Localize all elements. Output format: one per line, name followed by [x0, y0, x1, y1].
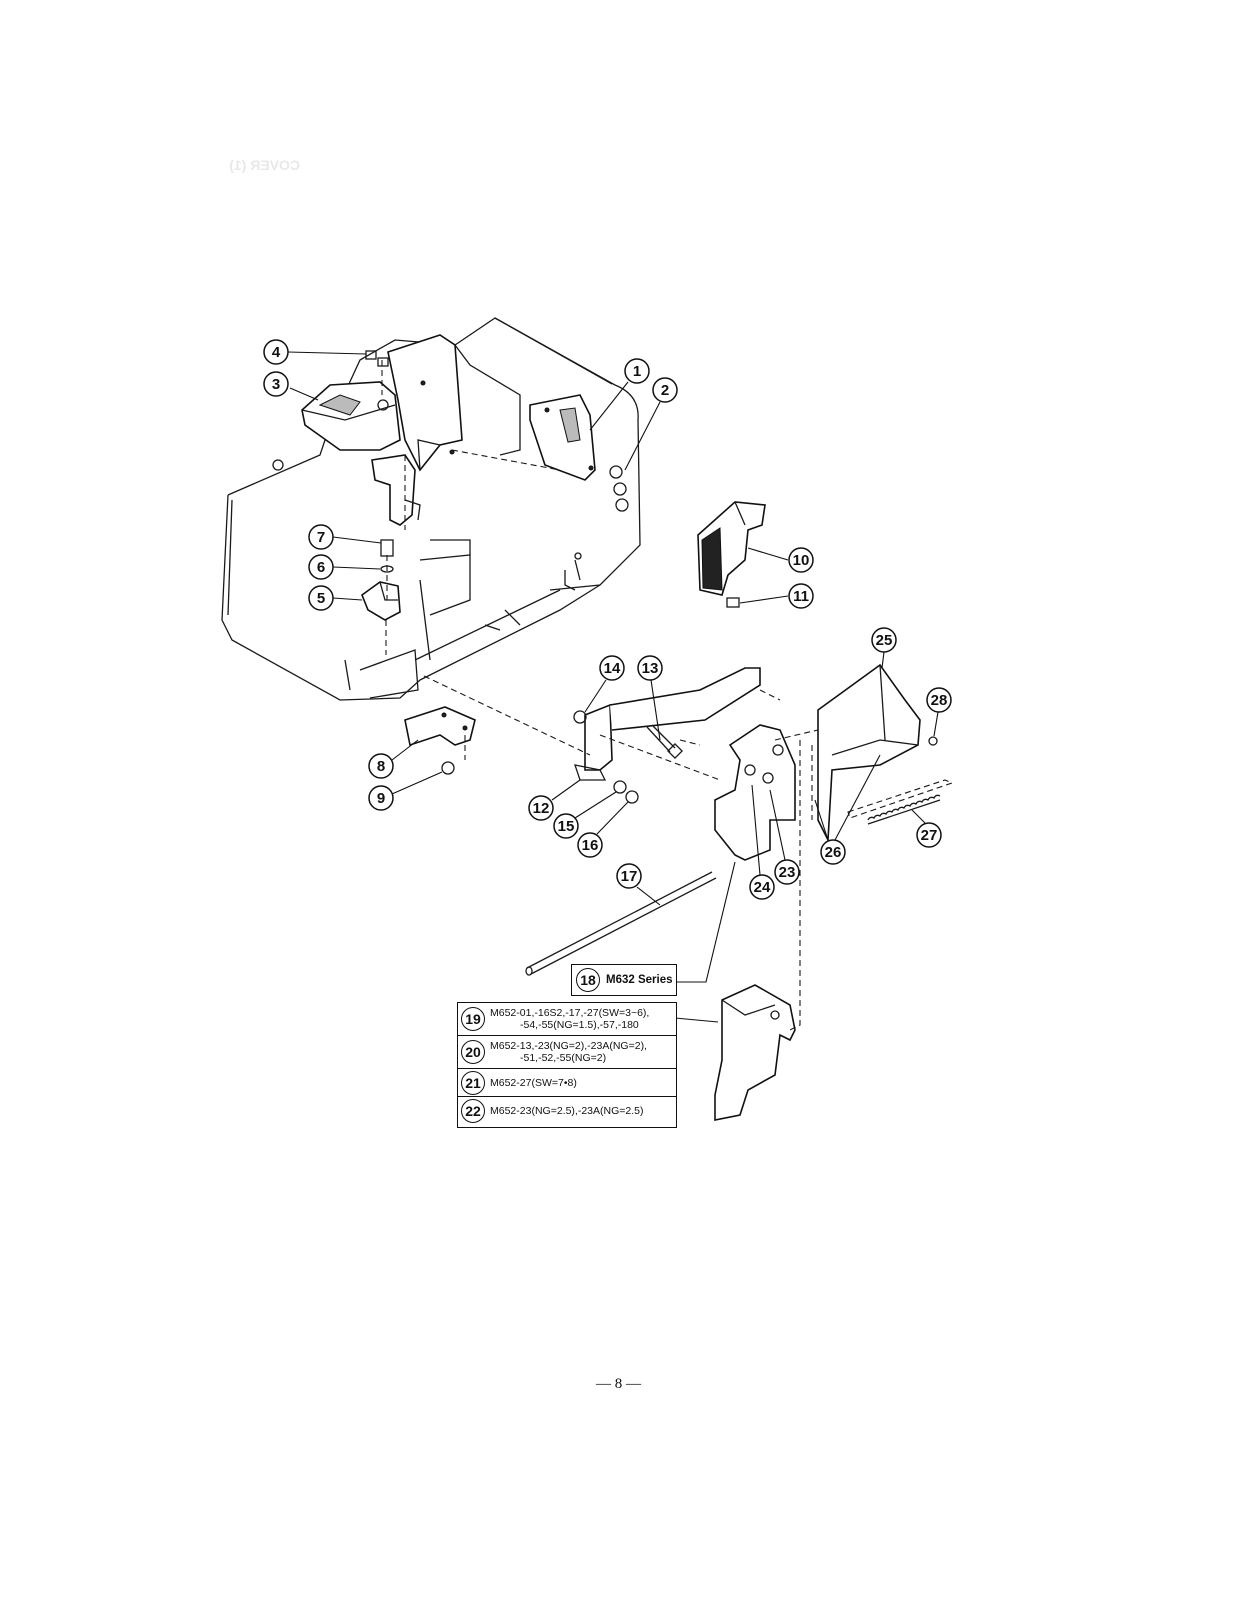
part-9-screw	[441, 761, 455, 775]
svg-text:24: 24	[754, 879, 771, 896]
callout-27: 27	[911, 809, 942, 848]
callout-25: 25	[871, 627, 897, 669]
model-row-21: 21 M652-27(SW=7•8)	[458, 1069, 676, 1097]
model-line-1: M652-13,-23(NG=2),-23A(NG=2),	[490, 1040, 647, 1052]
part-7-screw	[380, 539, 394, 557]
svg-text:8: 8	[377, 758, 385, 775]
callout-15: 15	[553, 791, 617, 839]
model-number: 21	[461, 1070, 485, 1095]
model-row-20: 20 M652-13,-23(NG=2),-23A(NG=2), -51,-52…	[458, 1036, 676, 1069]
part-5-block	[361, 581, 401, 621]
svg-text:1: 1	[633, 363, 641, 380]
part-14-nut	[573, 710, 587, 724]
model-number: 19	[461, 1007, 485, 1031]
part-16-screw	[625, 790, 639, 804]
callout-11: 11	[739, 583, 814, 609]
callout-7: 7	[308, 524, 382, 550]
part-4-screws	[365, 350, 389, 367]
callout-3: 3	[263, 371, 319, 401]
svg-text:25: 25	[876, 632, 893, 649]
model-line-2: -54,-55(NG=1.5),-57,-180	[520, 1019, 639, 1031]
model-table: 19 M652-01,-16S2,-17,-27(SW=3~6), -54,-5…	[457, 1002, 677, 1128]
callout-14: 14	[584, 655, 625, 713]
svg-text:23: 23	[779, 864, 796, 881]
part-12-rail	[574, 667, 761, 781]
leader-series-18	[675, 861, 736, 983]
part-28-nut	[928, 736, 938, 746]
model-line-1: M652-23(NG=2.5),-23A(NG=2.5)	[490, 1105, 644, 1117]
svg-text:4: 4	[272, 344, 281, 361]
callout-23: 23	[769, 789, 800, 885]
callout-26: 26	[814, 754, 881, 865]
callout-10: 10	[747, 547, 814, 573]
callout-6: 6	[308, 554, 381, 580]
svg-text:6: 6	[317, 559, 325, 576]
series-box-18: 18 M632 Series	[571, 964, 677, 996]
part-11-nut	[726, 597, 740, 608]
callout-13: 13	[637, 655, 663, 741]
svg-text:16: 16	[582, 837, 599, 854]
model-line-1: M652-27(SW=7•8)	[490, 1076, 577, 1089]
svg-text:7: 7	[317, 529, 325, 546]
svg-text:15: 15	[558, 818, 575, 835]
page-number: — 8 —	[596, 1376, 641, 1392]
hinge-bracket	[371, 454, 421, 526]
svg-text:27: 27	[921, 827, 938, 844]
svg-text:12: 12	[533, 800, 550, 817]
callout-17: 17	[616, 863, 661, 906]
callout-8: 8	[368, 739, 419, 779]
assembly-lines	[381, 360, 819, 1031]
model-line-1: M652-01,-16S2,-17,-27(SW=3~6),	[490, 1007, 650, 1019]
part-2-screws	[609, 465, 629, 512]
svg-text:13: 13	[642, 660, 659, 677]
series-label: M632 Series	[606, 974, 673, 986]
callout-2: 2	[624, 377, 678, 471]
svg-text:9: 9	[377, 790, 385, 807]
callout-5: 5	[308, 585, 363, 611]
callout-28: 28	[926, 687, 952, 737]
part-15-nut	[613, 780, 627, 794]
part-10-bracket	[697, 501, 766, 596]
svg-text:5: 5	[317, 590, 325, 607]
model-number: 20	[461, 1040, 485, 1064]
svg-text:14: 14	[604, 660, 621, 677]
callout-24: 24	[749, 784, 775, 900]
part-1-plate	[529, 394, 596, 481]
part-25-cover	[817, 663, 921, 844]
part-8-cover	[404, 706, 476, 747]
part-27-spring	[847, 779, 954, 825]
leader-models-19-22	[674, 1017, 719, 1023]
callout-16: 16	[577, 801, 629, 858]
callout-12: 12	[528, 779, 581, 821]
part-3-cover	[301, 381, 401, 451]
callout-4: 4	[263, 339, 367, 365]
svg-text:2: 2	[661, 382, 669, 399]
model-number: 22	[461, 1099, 485, 1123]
ghost-header-text: COVER (1)	[229, 157, 300, 173]
guide-bracket	[714, 724, 796, 861]
callout-9: 9	[368, 771, 443, 811]
svg-text:26: 26	[825, 844, 842, 861]
model-row-22: 22 M652-23(NG=2.5),-23A(NG=2.5)	[458, 1097, 676, 1125]
part-13-bolt	[646, 724, 683, 759]
svg-text:28: 28	[931, 692, 948, 709]
side-plate	[387, 334, 463, 472]
callout-1: 1	[589, 358, 650, 431]
svg-text:3: 3	[272, 376, 280, 393]
series-number: 18	[576, 968, 600, 992]
part-17-shaft	[525, 871, 717, 976]
svg-text:11: 11	[793, 588, 809, 605]
model-line-2: -51,-52,-55(NG=2)	[520, 1052, 607, 1064]
svg-text:17: 17	[621, 868, 638, 885]
svg-text:10: 10	[793, 552, 810, 569]
interchangeable-bracket	[714, 984, 796, 1121]
model-row-19: 19 M652-01,-16S2,-17,-27(SW=3~6), -54,-5…	[458, 1003, 676, 1036]
machine-frame	[221, 317, 641, 701]
